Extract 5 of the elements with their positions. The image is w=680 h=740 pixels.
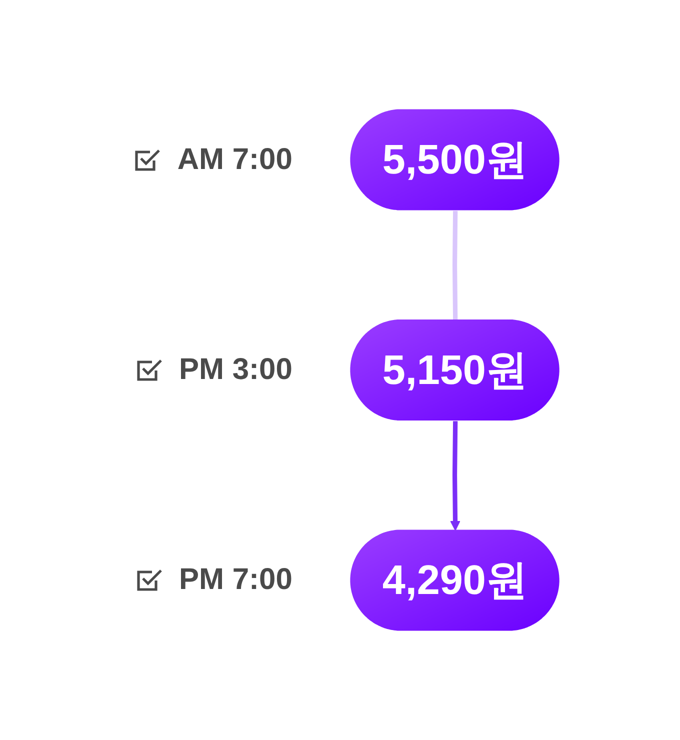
connector	[452, 210, 458, 320]
time-label: PM 3:00	[179, 352, 292, 388]
time-label: AM 7:00	[177, 142, 292, 177]
time-label: PM 7:00	[179, 562, 292, 598]
arrow	[450, 421, 461, 531]
